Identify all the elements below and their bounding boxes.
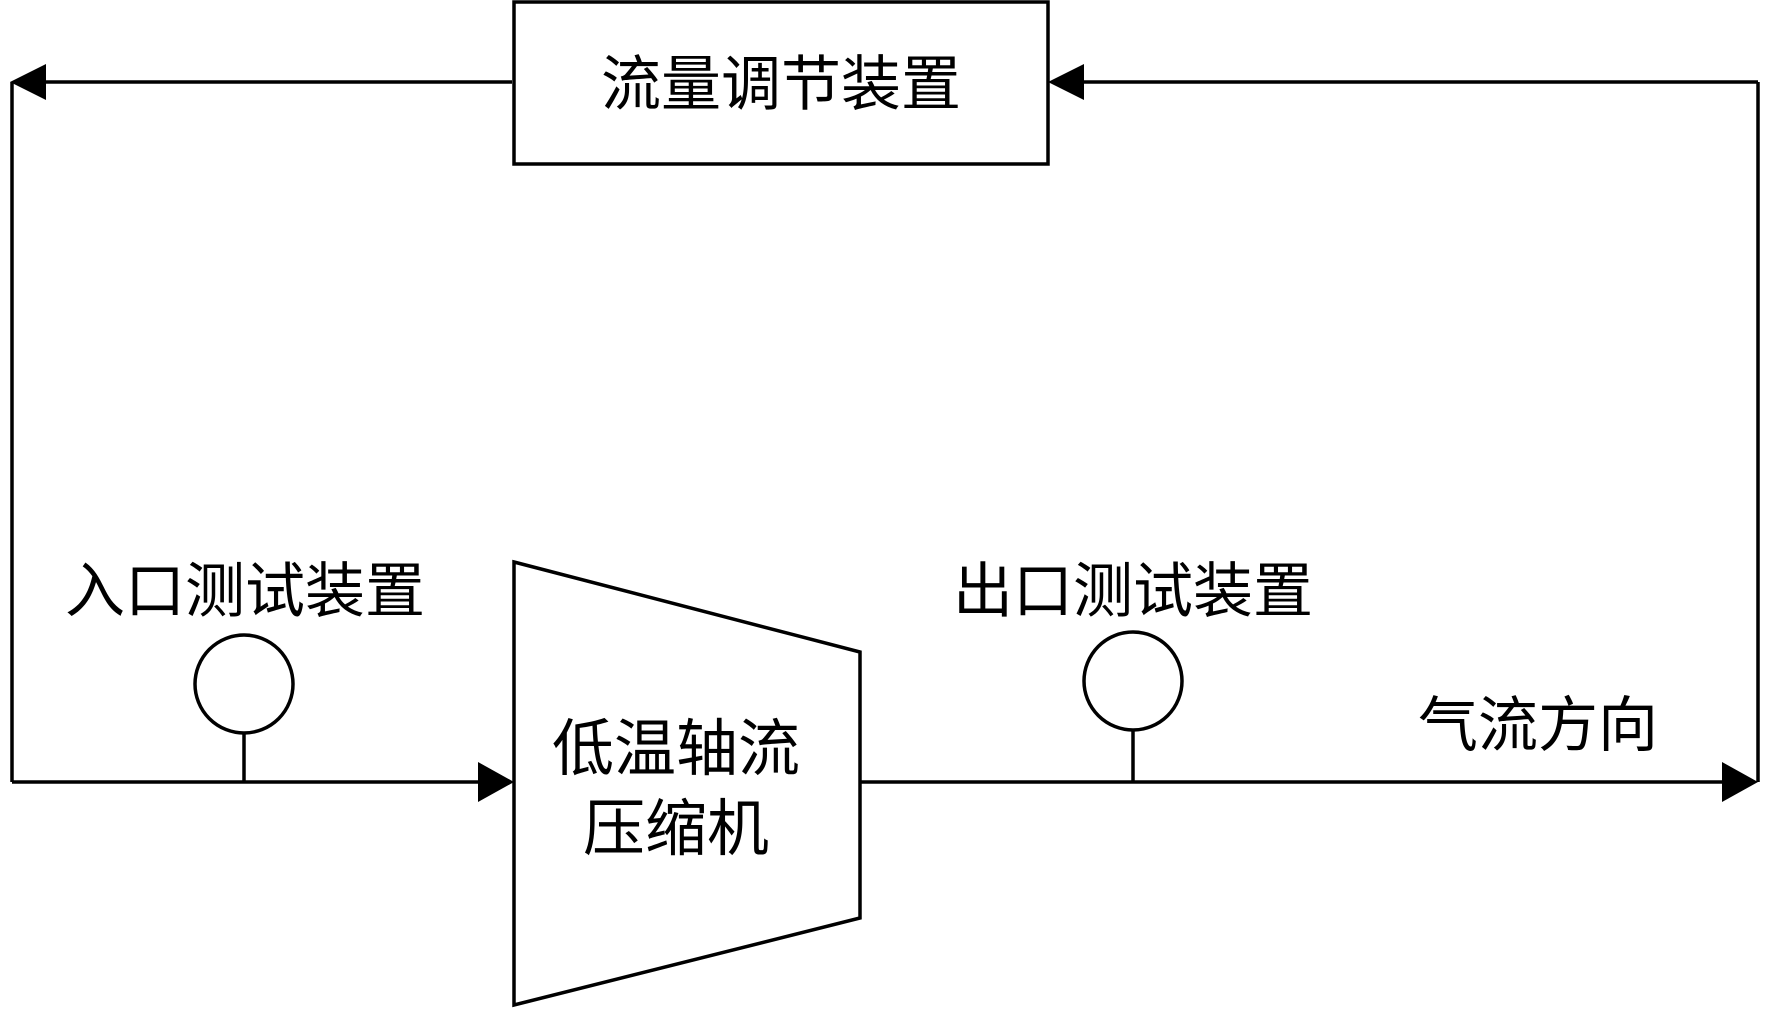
airflow-direction-label: 气流方向 <box>1418 691 1658 761</box>
compressor-label-line2: 压缩机 <box>583 792 769 865</box>
arrow-left-top <box>10 64 46 100</box>
outlet-test-label: 出口测试装置 <box>953 557 1313 627</box>
compressor-shape <box>512 559 862 1008</box>
compressor-label-line1: 低温轴流 <box>552 712 800 785</box>
outlet-sensor-circle <box>1082 630 1184 732</box>
arrow-airflow-right <box>1722 762 1758 802</box>
inlet-sensor-circle <box>193 633 295 735</box>
flow-regulator-label: 流量调节装置 <box>601 50 961 120</box>
arrow-into-regulator <box>1048 64 1084 100</box>
flow-regulator-box <box>512 0 1050 166</box>
inlet-test-label: 入口测试装置 <box>65 557 425 627</box>
arrow-into-compressor <box>478 762 514 802</box>
